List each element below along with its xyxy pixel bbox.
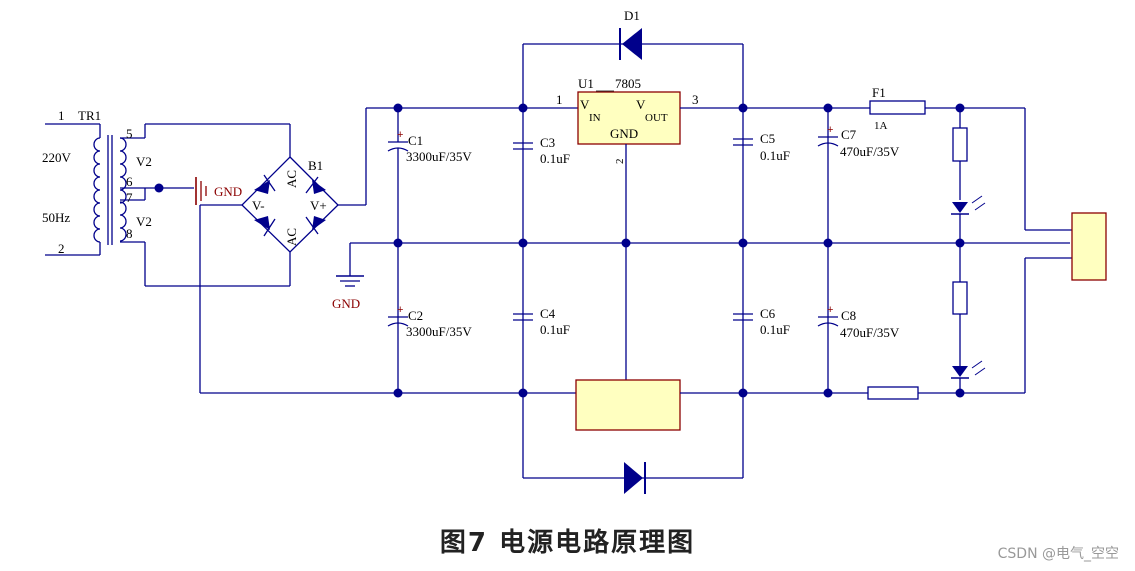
tr-pin6: 6 [126,174,133,189]
c3-value: 0.1uF [540,151,570,166]
led-bottom [951,360,986,379]
u1-gnd: GND [610,126,638,141]
u1-vout-sub: OUT [645,112,668,124]
bridge-diode-icon [312,216,326,230]
tr-frequency: 50Hz [42,210,70,225]
resistor-bottom [952,281,968,315]
c8-ref: C8 [841,308,856,323]
c2-value: 3300uF/35V [406,324,472,339]
tr-secondary-label-2: V2 [136,214,152,229]
svg-text:+: + [827,124,833,136]
svg-text:+: + [397,304,403,316]
bridge-ac-bottom: AC [284,228,299,246]
gnd-label-middle: GND [332,296,360,311]
bridge-vminus: V- [252,198,265,213]
diode-d1: D1 [619,8,642,60]
resistor-top [952,127,968,162]
u1-pin-out: 3 [692,92,699,107]
u1-pin-in: 1 [556,92,563,107]
figure-caption: 图7 电源电路原理图 [439,528,696,558]
tr-ref: TR1 [78,108,101,123]
svg-text:+: + [397,129,403,141]
c5-ref: C5 [760,131,775,146]
u1-vout-v: V [636,97,646,112]
c7-ref: C7 [841,127,857,142]
bridge-diode-icon [254,180,270,194]
tr-pin7: 7 [126,190,133,205]
c4-ref: C4 [540,306,556,321]
c5-value: 0.1uF [760,148,790,163]
regulator-u1: U1 7805 1 3 V IN V OUT GND 2 [556,76,699,164]
fuse-f1: F1 1A [869,85,926,132]
f1-ref: F1 [872,85,886,100]
fuse-bottom [867,386,919,400]
d1-ref: D1 [624,8,640,23]
bridge-ac-top: AC [284,170,299,188]
output-connector [1071,212,1107,281]
c4-value: 0.1uF [540,322,570,337]
c6-ref: C6 [760,306,776,321]
f1-rating: 1A [874,120,888,132]
gnd-label-left: GND [214,184,242,199]
tr-pin2: 2 [58,241,65,256]
junction-dots [393,103,965,398]
u1-vin-v: V [580,97,590,112]
tr-primary-voltage: 220V [42,150,72,165]
c7-value: 470uF/35V [840,144,900,159]
c3-ref: C3 [540,135,555,150]
bridge-diode-icon [254,216,270,230]
tr-pin8: 8 [126,226,133,241]
led-top [951,195,986,215]
watermark: CSDN @电气_空空 [997,546,1119,562]
tr-pin5: 5 [126,126,133,141]
diode-bottom [624,462,646,494]
c6-value: 0.1uF [760,322,790,337]
negative-regulator [575,379,681,431]
bridge-vplus: V+ [310,198,327,213]
u1-ref: U1 [578,76,594,91]
bridge-rectifier-b1: AC AC V- V+ B1 [241,156,339,253]
u1-pin-gnd: 2 [614,159,626,165]
tr-pin1: 1 [58,108,65,123]
u1-part: 7805 [615,76,641,91]
c8-value: 470uF/35V [840,325,900,340]
gnd-symbol-middle: GND [332,275,364,311]
bridge-diode-icon [312,180,326,194]
svg-text:+: + [827,304,833,316]
tr-secondary-label-1: V2 [136,154,152,169]
gnd-symbol-left: GND [195,177,242,205]
c1-value: 3300uF/35V [406,149,472,164]
c1-ref: C1 [408,133,423,148]
bridge-ref: B1 [308,158,323,173]
c2-ref: C2 [408,308,423,323]
transformer-tr1: 1 TR1 2 220V 50Hz 5 6 7 8 V2 V2 [42,108,160,286]
u1-vin-sub: IN [589,112,601,124]
